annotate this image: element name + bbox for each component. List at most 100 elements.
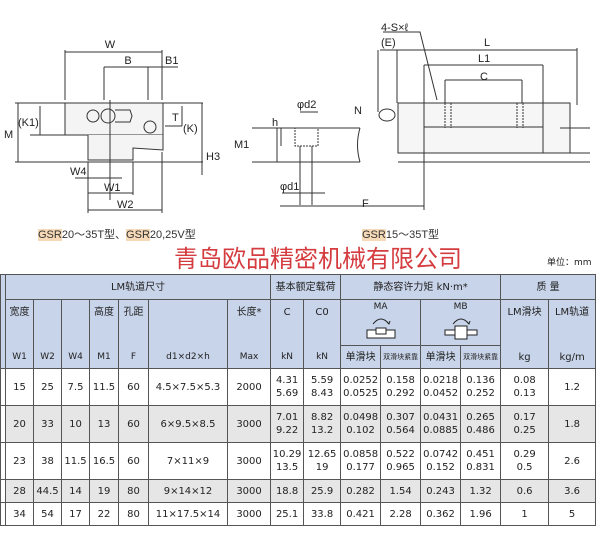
cell-rail: 3.6: [548, 479, 597, 503]
cell-m1: 11.5: [89, 368, 119, 406]
cell-w1: 15: [5, 368, 34, 406]
cell-value: 0.0431: [423, 412, 459, 423]
caption-text: 20,25V型: [149, 229, 196, 241]
label-M1: M1: [234, 139, 249, 151]
column-header: W4: [61, 299, 90, 369]
cell-value: 13.2: [310, 425, 334, 436]
label-L: L: [484, 37, 490, 49]
cell-value: 0.5: [516, 462, 533, 473]
cell-ma2: 2.28: [380, 502, 422, 526]
lm-block-label: LM滑块: [507, 307, 542, 318]
lm-rail-unit: kg/m: [559, 352, 585, 363]
cell-ma1: 0.421: [340, 502, 382, 526]
column-symbol: Max: [239, 352, 259, 362]
cell-mb1: 0.362: [420, 502, 462, 526]
label-B1: B1: [165, 55, 178, 67]
cell-c: 25.1: [270, 502, 305, 526]
mb-single-header: 单滑块: [420, 345, 462, 369]
drawing-labels: W B B1 T (K) (K1) M H3 W4 W1 W2 M1 h φd2…: [4, 22, 490, 211]
cell-value: 0.0252: [343, 375, 379, 386]
cell-value: 0.6: [516, 485, 533, 497]
cell-c0: 5.59 8.43: [303, 368, 342, 406]
label-M: M: [4, 129, 13, 141]
cell-mb2: 1.32: [460, 479, 502, 503]
cell-m1: 19: [89, 479, 119, 503]
ma-single-header: 单滑块: [340, 345, 382, 369]
cell-value: 0.831: [466, 462, 495, 473]
ma-label: MA: [373, 302, 388, 312]
cell-m1: 13: [89, 405, 119, 443]
cell-value: 19: [315, 462, 329, 473]
cell-w1: 20: [5, 405, 34, 443]
cell-value: 0.0218: [423, 375, 459, 386]
column-label: 宽度: [9, 307, 30, 318]
cell-rail: 5: [548, 502, 597, 526]
mb-double-header: 双滑块紧靠: [460, 345, 502, 369]
label-H3: H3: [206, 151, 220, 163]
cell-value: 8.43: [310, 388, 334, 399]
label-W2: W2: [117, 199, 134, 211]
label-L1: L1: [478, 53, 490, 65]
caption-model: GSR: [126, 229, 150, 241]
label-F: F: [362, 198, 369, 210]
column-header: 长度*Max: [226, 299, 272, 369]
cell-w2: 38: [33, 442, 62, 480]
label-K1: (K1): [18, 117, 39, 129]
cell-rail: 1.2: [548, 368, 597, 406]
column-label: 高度: [94, 307, 114, 318]
cell-value: 0.965: [386, 462, 415, 473]
column-header: 高度 M1: [89, 299, 119, 369]
group-static-moment: 静态容许力矩 kN·m*: [340, 274, 502, 300]
cell-value: 1.32: [469, 485, 492, 497]
cell-f: 80: [118, 479, 149, 503]
cell-value: 18.8: [275, 485, 299, 497]
cell-w2: 44.5: [33, 479, 62, 503]
column-header: W2: [33, 299, 62, 369]
cell-f: 60: [118, 442, 149, 480]
cell-value: 0.282: [346, 485, 375, 497]
caption-text: 20～35T型、: [61, 229, 127, 241]
cell-value: 0.136: [466, 375, 495, 386]
column-symbol: M1: [97, 352, 111, 362]
group-mass: 质 量: [500, 274, 597, 300]
cell-value: 13.5: [275, 462, 299, 473]
cell-value: 5.69: [275, 388, 299, 399]
cell-w4: 10: [61, 405, 90, 443]
technical-drawings: W B B1 T (K) (K1) M H3 W4 W1 W2 M1 h φd2…: [4, 22, 590, 213]
cell-w1: 34: [5, 502, 34, 526]
cell-value: 5.59: [310, 375, 334, 386]
cell-value: 0.252: [466, 388, 495, 399]
label-d1: φd1: [280, 181, 299, 193]
cell-value: 0.13: [513, 388, 536, 399]
ma-moment-icon: [366, 318, 396, 339]
cell-value: 0.307: [386, 412, 415, 423]
cell-value: 0.486: [466, 425, 495, 436]
column-label: C: [283, 307, 291, 318]
column-label: 孔距: [123, 307, 144, 318]
cell-mb2: 1.96: [460, 502, 502, 526]
cell-mb1: 0.243: [420, 479, 462, 503]
caption-model: GSR: [362, 229, 386, 241]
cell-value: 0.17: [513, 412, 536, 423]
label-W: W: [105, 39, 116, 51]
cell-value: 0.0498: [343, 412, 379, 423]
cell-f: 60: [118, 405, 149, 443]
cell-value: 25.9: [310, 485, 334, 497]
